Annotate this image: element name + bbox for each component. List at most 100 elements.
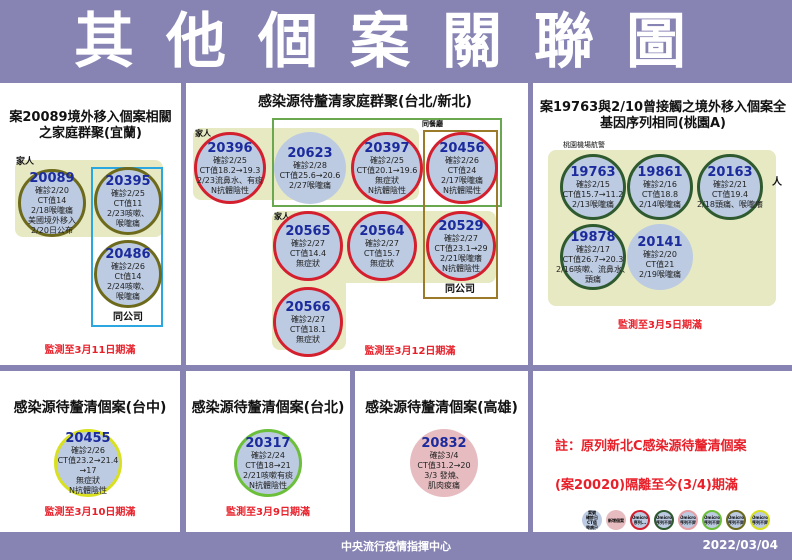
case-detail: 確診2/27 (291, 314, 325, 324)
case-id: 20396 (207, 140, 253, 156)
legend-text: Omicron (632, 515, 650, 520)
footer-date: 2022/03/04 (702, 538, 778, 552)
case-detail: 無症狀 (296, 334, 320, 344)
legend-text: Omicron (704, 515, 722, 520)
case-detail: 確診2/26 (71, 445, 105, 455)
legend-text: 序列不同 (680, 520, 696, 525)
case-detail: 確診2/25 (213, 155, 247, 165)
case-id: 19861 (637, 164, 683, 180)
case-detail: 確診2/28 (293, 160, 327, 170)
case-detail: CT值23.2→21.4 (57, 455, 119, 465)
case-detail: 確診2/25 (370, 155, 404, 165)
case-detail: CT值15.7 (363, 248, 401, 258)
yilan-title: 案20089境外移入個案相關之家庭群聚(宜蘭) (9, 110, 172, 141)
legend-text: Omicron (656, 515, 674, 520)
case-detail: N抗體陰性 (442, 263, 480, 273)
case-detail: CT值14.4 (289, 248, 327, 258)
note-line-2: (案20020)隔離至今(3/4)期滿 (555, 478, 738, 493)
case-detail: N抗體陰性 (368, 185, 406, 195)
monitor-text: 監測至3月9日期滿 (226, 507, 310, 518)
case-detail: 喉嚨痛 (116, 218, 140, 228)
case-id: 20141 (637, 234, 683, 250)
case-detail: N抗體陰性 (69, 485, 107, 495)
legend-item: 新增個案 (606, 510, 626, 530)
case-detail: N抗體陰性 (249, 480, 287, 490)
case-detail: 確診2/20 (35, 185, 69, 195)
taichung-title: 感染源待釐清個案(台中) (13, 400, 167, 416)
case-detail: 肌肉痠痛 (428, 480, 460, 490)
kaohsiung-title: 感染源待釐清個案(高雄) (365, 400, 518, 416)
company-label: 同公司 (445, 284, 475, 295)
taipei-title: 感染源待釐清個案(台北) (191, 400, 345, 416)
case-detail: CT值11 (113, 198, 143, 208)
monitor-text: 監測至3月11日期滿 (44, 345, 136, 356)
case-detail: Ct值14 (114, 271, 142, 281)
legend-text: 序列... (633, 520, 647, 525)
airport-label: 桃園機場航警 (563, 141, 605, 149)
case-detail: CT值25.6→20.6 (279, 170, 341, 180)
case-id: 20565 (285, 223, 331, 239)
case-id: 19763 (570, 164, 616, 180)
case-detail: 2/17喉嚨痛 (441, 175, 483, 185)
case-detail: 2/23咳嗽、 (107, 208, 149, 218)
family-label: 家人 (16, 157, 35, 167)
case-detail: 無症狀 (296, 258, 320, 268)
case-id: 20397 (364, 140, 410, 156)
legend-text: 發病日 (586, 525, 598, 530)
legend-text: CT值 (587, 520, 597, 525)
case-id: 20089 (29, 170, 75, 186)
case-detail: CT值23.1→29 (434, 243, 488, 253)
case-detail: CT值18→21 (245, 460, 291, 470)
case-detail: 確診2/26 (445, 155, 479, 165)
case-detail: 2/18頭痛、喉嚨癢 (697, 199, 763, 209)
case-detail: CT值26.7→20.3 (562, 254, 624, 264)
legend-text: 案號 (588, 510, 596, 515)
case-detail: 無症狀 (76, 475, 100, 485)
case-detail: 確診2/27 (291, 238, 325, 248)
case-id: 20566 (285, 299, 331, 315)
case-detail: 確診2/27 (444, 233, 478, 243)
case-detail: CT值24 (447, 165, 477, 175)
restaurant-label: 同餐廳 (422, 120, 443, 128)
case-detail: 確診2/20 (643, 249, 677, 259)
case-detail: CT值19.4 (711, 189, 749, 199)
case-detail: 2/21喉嚨癢 (440, 253, 482, 263)
note-line-1: 註：原列新北C感染源待釐清個案 (555, 439, 747, 454)
restaurant-box (272, 118, 502, 207)
case-detail: 美國境外移入 (28, 215, 76, 225)
legend-text: Omicron (728, 515, 746, 520)
panel-note (533, 371, 792, 532)
case-detail: 確診2/21 (713, 179, 747, 189)
family-label: 家人 (274, 212, 290, 221)
case-detail: 無症狀 (370, 258, 394, 268)
case-detail: 2/19喉嚨痛 (639, 269, 681, 279)
case-detail: 2/24咳嗽、 (107, 281, 149, 291)
case-detail: 2/21咳嗽有痰 (243, 470, 293, 480)
case-detail: CT值18.2→19.3 (199, 165, 261, 175)
case-detail: 2/27喉嚨痛 (289, 180, 331, 190)
case-id: 19878 (570, 229, 616, 245)
family-label: 家人 (195, 129, 211, 138)
company-box (423, 130, 498, 299)
case-id: 20486 (105, 246, 151, 262)
legend-text: 序列不同 (752, 520, 768, 525)
legend-text: 序列不同 (704, 520, 720, 525)
